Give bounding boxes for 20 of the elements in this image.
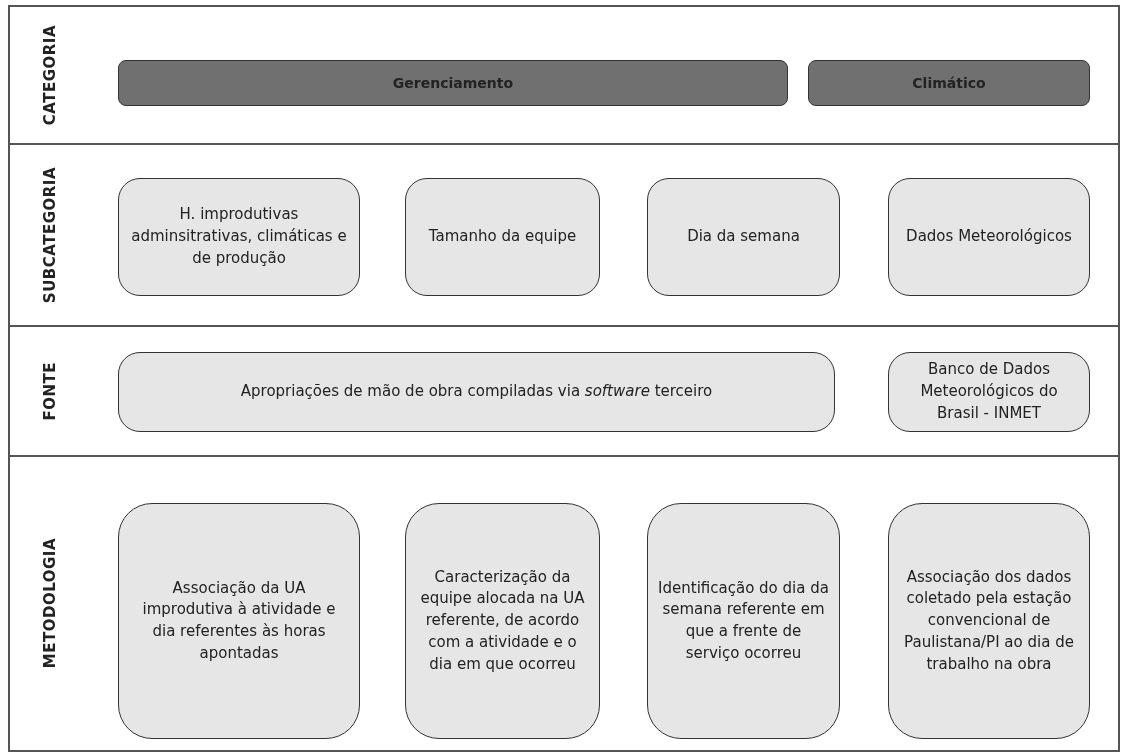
rounded-box: Banco de Dados Meteorológicos do Brasil - INMET: [888, 352, 1090, 432]
rounded-box: Apropriações de mão de obra compiladas via software terceiro: [118, 352, 835, 432]
rounded-box: Dia da semana: [647, 178, 840, 296]
row-heading: FONTE: [41, 361, 59, 421]
row-heading: SUBCATEGORIA: [41, 166, 59, 304]
row-band: [8, 325, 1120, 457]
row-heading: CATEGORIA: [41, 24, 59, 126]
row-heading: METODOLOGIA: [41, 538, 59, 669]
rounded-box: Dados Meteorológicos: [888, 178, 1090, 296]
row-band: [8, 455, 1120, 752]
row-band: [8, 5, 1120, 145]
category-box: Gerenciamento: [118, 60, 788, 106]
rounded-box: Associação da UA improdutiva à atividade e dia referentes às horas apontadas: [118, 503, 360, 739]
rounded-box: Caracterização da equipe alocada na UA referente, de acordo com a atividade e o dia em que ocorreu: [405, 503, 600, 739]
rounded-box: Tamanho da equipe: [405, 178, 600, 296]
rounded-box: H. improdutivas adminsitrativas, climáticas e de produção: [118, 178, 360, 296]
category-box: Climático: [808, 60, 1090, 106]
rounded-box: Identificação do dia da semana referente em que a frente de serviço ocorreu: [647, 503, 840, 739]
rounded-box: Associação dos dados coletado pela estação convencional de Paulistana/PI ao dia de trabalho na obra: [888, 503, 1090, 739]
row-band: [8, 143, 1120, 327]
